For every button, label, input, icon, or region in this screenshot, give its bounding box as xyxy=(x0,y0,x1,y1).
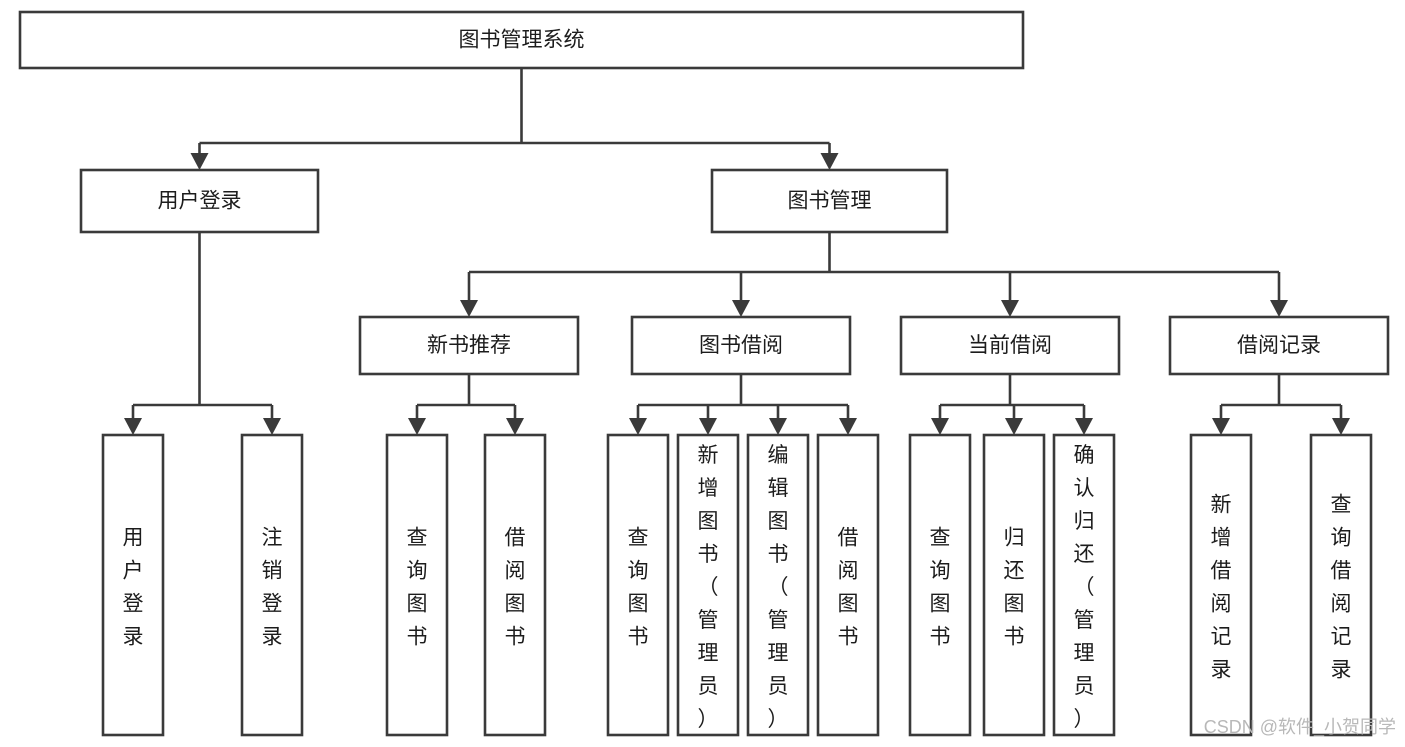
node-box xyxy=(630,315,852,376)
node-label: 用户登录 xyxy=(158,190,242,213)
node-leaf-查询图书[interactable]: 查询图书 xyxy=(908,433,972,737)
node-box xyxy=(899,315,1121,376)
arrow-head-icon xyxy=(699,418,717,435)
arrow-head-icon xyxy=(408,418,426,435)
node-label: 编辑图书（管理员） xyxy=(768,444,789,731)
node-label: 借阅图书 xyxy=(505,527,526,649)
node-leaf-查询借阅记录[interactable]: 查询借阅记录 xyxy=(1309,433,1373,737)
node-label: 查询图书 xyxy=(407,527,428,649)
arrow-head-icon xyxy=(732,300,750,317)
node-label: 新书推荐 xyxy=(427,334,511,357)
arrow-head-icon xyxy=(263,418,281,435)
node-l2-图书管理[interactable]: 图书管理 xyxy=(710,168,949,234)
node-box xyxy=(1168,315,1390,376)
node-box xyxy=(385,433,449,737)
arrow-head-icon xyxy=(190,153,209,170)
node-l3-新书推荐[interactable]: 新书推荐 xyxy=(358,315,580,376)
node-box xyxy=(982,433,1046,737)
arrow-head-icon xyxy=(839,418,857,435)
node-label: 图书借阅 xyxy=(699,334,783,357)
arrow-head-icon xyxy=(1001,300,1019,317)
arrow-head-icon xyxy=(1212,418,1230,435)
node-box xyxy=(483,433,547,737)
arrow-head-icon xyxy=(931,418,949,435)
node-box xyxy=(1052,433,1116,737)
node-l3-当前借阅[interactable]: 当前借阅 xyxy=(899,315,1121,376)
node-leaf-查询图书[interactable]: 查询图书 xyxy=(385,433,449,737)
node-box xyxy=(816,433,880,737)
node-box xyxy=(710,168,949,234)
node-label: 注销登录 xyxy=(262,527,283,649)
arrow-head-icon xyxy=(1332,418,1350,435)
node-box xyxy=(1309,433,1373,737)
node-leaf-确认归还管理员[interactable]: 确认归还（管理员） xyxy=(1052,433,1116,737)
arrow-head-icon xyxy=(460,300,478,317)
arrow-head-icon xyxy=(506,418,524,435)
node-label: 图书管理系统 xyxy=(459,29,585,52)
node-label: 用户登录 xyxy=(123,527,144,649)
arrow-head-icon xyxy=(124,418,142,435)
connectors-layer xyxy=(124,68,1350,435)
csdn-watermark: CSDN @软件_小贺同学 xyxy=(1204,717,1396,738)
node-box xyxy=(79,168,320,234)
node-label: 查询借阅记录 xyxy=(1331,494,1352,682)
nodes-layer: 图书管理系统用户登录图书管理新书推荐图书借阅当前借阅借阅记录用户登录注销登录查询… xyxy=(18,10,1390,737)
node-label: 归还图书 xyxy=(1004,527,1025,649)
node-label: 查询图书 xyxy=(628,527,649,649)
node-leaf-用户登录[interactable]: 用户登录 xyxy=(101,433,165,737)
node-label: 借阅图书 xyxy=(838,527,859,649)
node-box xyxy=(18,10,1025,70)
node-leaf-借阅图书[interactable]: 借阅图书 xyxy=(816,433,880,737)
node-l3-借阅记录[interactable]: 借阅记录 xyxy=(1168,315,1390,376)
node-box xyxy=(908,433,972,737)
node-l2-用户登录[interactable]: 用户登录 xyxy=(79,168,320,234)
node-box xyxy=(606,433,670,737)
node-box xyxy=(746,433,810,737)
arrow-head-icon xyxy=(1270,300,1288,317)
arrow-head-icon xyxy=(820,153,839,170)
node-box xyxy=(1189,433,1253,737)
node-label: 确认归还（管理员） xyxy=(1074,444,1095,731)
node-leaf-归还图书[interactable]: 归还图书 xyxy=(982,433,1046,737)
node-label: 借阅记录 xyxy=(1237,334,1321,357)
node-label: 新增图书（管理员） xyxy=(698,444,719,731)
arrow-head-icon xyxy=(1075,418,1093,435)
node-box xyxy=(676,433,740,737)
arrow-head-icon xyxy=(769,418,787,435)
arrow-head-icon xyxy=(629,418,647,435)
arrow-head-icon xyxy=(1005,418,1023,435)
node-leaf-注销登录[interactable]: 注销登录 xyxy=(240,433,304,737)
node-box xyxy=(358,315,580,376)
node-leaf-借阅图书[interactable]: 借阅图书 xyxy=(483,433,547,737)
node-box xyxy=(101,433,165,737)
node-box xyxy=(240,433,304,737)
node-root-图书管理系统[interactable]: 图书管理系统 xyxy=(18,10,1025,70)
node-leaf-新增借阅记录[interactable]: 新增借阅记录 xyxy=(1189,433,1253,737)
node-label: 查询图书 xyxy=(930,527,951,649)
node-leaf-查询图书[interactable]: 查询图书 xyxy=(606,433,670,737)
node-leaf-编辑图书管理员[interactable]: 编辑图书（管理员） xyxy=(746,433,810,737)
node-label: 当前借阅 xyxy=(968,334,1052,357)
node-label: 图书管理 xyxy=(788,190,872,213)
node-l3-图书借阅[interactable]: 图书借阅 xyxy=(630,315,852,376)
node-label: 新增借阅记录 xyxy=(1211,494,1232,682)
node-leaf-新增图书管理员[interactable]: 新增图书（管理员） xyxy=(676,433,740,737)
